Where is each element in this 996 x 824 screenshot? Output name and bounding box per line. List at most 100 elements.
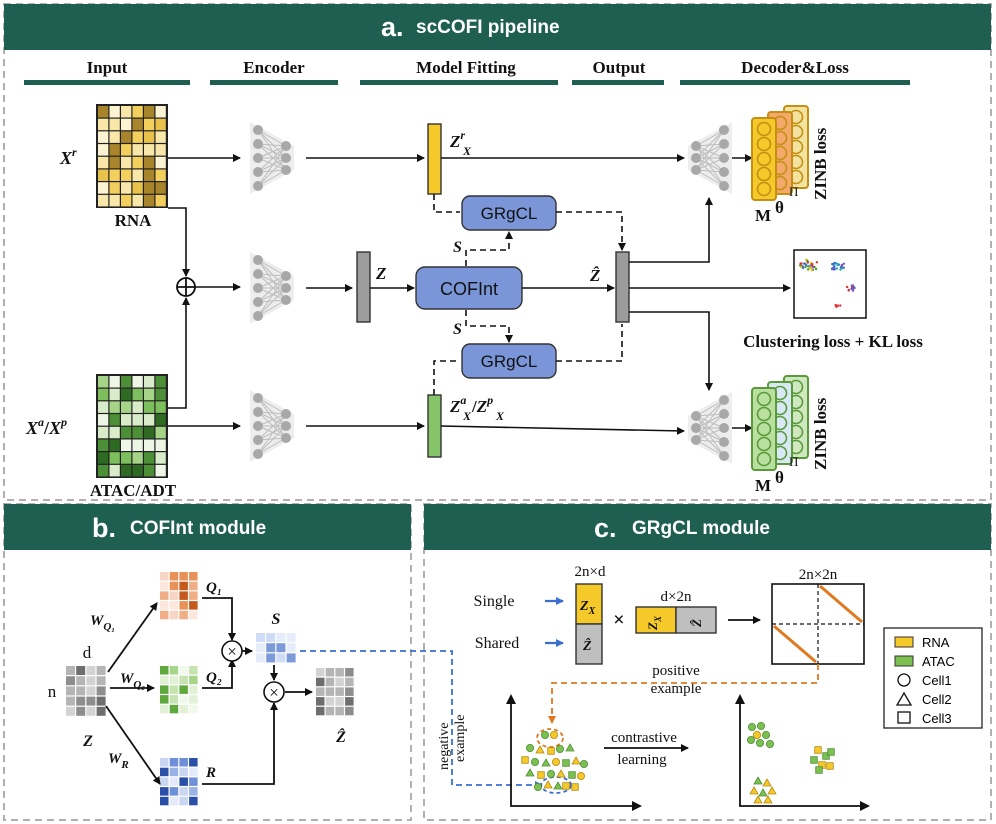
zxr-bar xyxy=(427,123,442,195)
oplus-icon xyxy=(176,277,196,297)
wq1-label: WQ₁ xyxy=(90,613,115,633)
scatter-after xyxy=(735,694,870,811)
wq2-label: WQ₂ xyxy=(120,671,145,691)
z-bar xyxy=(356,251,371,323)
zinb-loss-bottom: ZINB loss xyxy=(811,397,830,470)
col-input: Input xyxy=(87,58,128,77)
encoder-icon xyxy=(250,252,294,324)
svg-text:×: × xyxy=(227,642,237,661)
legend-cell2-icon xyxy=(895,691,913,706)
dashed-connections xyxy=(433,194,626,395)
col-encoder: Encoder xyxy=(243,58,305,77)
grgcl-box-bottom: GRgCL xyxy=(461,343,557,379)
panel-c-title: GRgCL module xyxy=(632,518,770,539)
svg-text:×: × xyxy=(269,683,279,702)
dim-2nx2n: 2n×2n xyxy=(799,567,838,583)
s-matrix xyxy=(256,633,296,663)
q2-matrix xyxy=(160,666,198,714)
q2-label: Q₂ xyxy=(206,670,222,686)
col-encoder-bar xyxy=(210,80,338,85)
encoder-icon xyxy=(250,122,294,194)
zxa-bar xyxy=(427,394,442,458)
shared-label: Shared xyxy=(475,635,519,652)
output-connections xyxy=(440,154,791,435)
svg-text:Ẑ: Ẑ xyxy=(689,619,704,628)
clustering-loss-label: Clustering loss + KL loss xyxy=(743,332,923,351)
panel-c-frame xyxy=(423,503,992,821)
encoder-icon xyxy=(688,122,732,194)
svg-text:GRgCL: GRgCL xyxy=(481,352,538,371)
q1-matrix xyxy=(160,572,198,620)
s-label-b: S xyxy=(272,611,281,628)
rna-matrix xyxy=(96,104,168,208)
theta-label-bottom: θ xyxy=(775,468,784,487)
row-zx-zhat: ZX Ẑ xyxy=(635,606,717,634)
scatter-before xyxy=(506,694,642,811)
legend-cell3-icon xyxy=(897,711,911,724)
single-label: Single xyxy=(474,593,515,610)
z-matrix xyxy=(66,666,106,716)
col-model-fitting: Model Fitting xyxy=(416,58,516,77)
cluster-plot xyxy=(793,249,867,319)
panel-b-frame xyxy=(3,503,412,821)
z-label: Z xyxy=(375,264,386,283)
legend-atac-swatch xyxy=(894,655,914,667)
encoder-connections xyxy=(306,154,425,430)
rna-label: RNA xyxy=(115,211,153,230)
pi-label-top: Π xyxy=(789,184,798,199)
legend-rna: RNA xyxy=(922,635,950,650)
m-label-bottom: M xyxy=(755,476,771,495)
encoder-icon xyxy=(688,392,732,464)
svg-text:GRgCL: GRgCL xyxy=(481,204,538,223)
q1-label: Q₁ xyxy=(206,580,222,596)
blue-arrows xyxy=(545,597,564,647)
zhat-matrix xyxy=(316,668,354,716)
panel-c-letter: c. xyxy=(594,513,617,543)
panel-a-title: scCOFI pipeline xyxy=(416,17,560,38)
s-label-top: S xyxy=(453,239,462,256)
svg-text:COFInt: COFInt xyxy=(440,279,498,299)
contrastive-label-1: contrastive xyxy=(611,730,677,746)
dim-dx2n: d×2n xyxy=(661,589,692,605)
rna-decoder-stack xyxy=(751,105,809,201)
s-label-bottom: S xyxy=(453,321,462,338)
svg-text:Ẑ: Ẑ xyxy=(582,637,592,654)
col-output: Output xyxy=(593,58,646,77)
panel-c-header xyxy=(424,504,991,550)
r-label: R xyxy=(205,765,216,781)
times-icon-2: × xyxy=(263,681,285,703)
z-label-b: Z xyxy=(82,733,93,750)
xa-label: Xa/Xp xyxy=(25,415,67,438)
atac-decoder-stack xyxy=(751,375,809,471)
positive-label-2: example xyxy=(651,681,702,697)
d-label: d xyxy=(83,643,92,662)
atac-label: ATAC/ADT xyxy=(90,481,177,500)
col-output-bar xyxy=(572,80,664,85)
legend-atac: ATAC xyxy=(922,654,955,669)
encoders xyxy=(250,122,732,464)
col-model-fitting-bar xyxy=(360,80,558,85)
col-decoder-loss-bar xyxy=(680,80,910,85)
stack-zx-zhat: ZX Ẑ xyxy=(575,583,603,665)
negative-arrow xyxy=(300,650,543,789)
times-icon-1: × xyxy=(221,640,243,662)
xr-label: Xr xyxy=(59,145,77,168)
n-label: n xyxy=(48,682,57,701)
col-input-bar xyxy=(24,80,190,85)
svg-text:ZX: ZX xyxy=(579,599,596,617)
legend-cell1: Cell1 xyxy=(922,673,952,688)
zhat-label-b: Ẑ xyxy=(335,727,346,746)
cofint-box: COFInt xyxy=(415,266,523,310)
zinb-loss-top: ZINB loss xyxy=(811,127,830,200)
zhat-bar xyxy=(615,251,630,323)
panel-b-title: COFInt module xyxy=(130,518,266,539)
panel-b: b. COFInt module d n Z × × xyxy=(3,503,412,821)
legend-cell1-icon xyxy=(897,673,911,687)
panel-a: a. scCOFI pipeline Input Encoder Model F… xyxy=(3,3,992,501)
legend-cell2: Cell2 xyxy=(922,692,952,707)
negative-label: negativeexample xyxy=(437,715,468,770)
positive-arrow xyxy=(548,664,819,724)
